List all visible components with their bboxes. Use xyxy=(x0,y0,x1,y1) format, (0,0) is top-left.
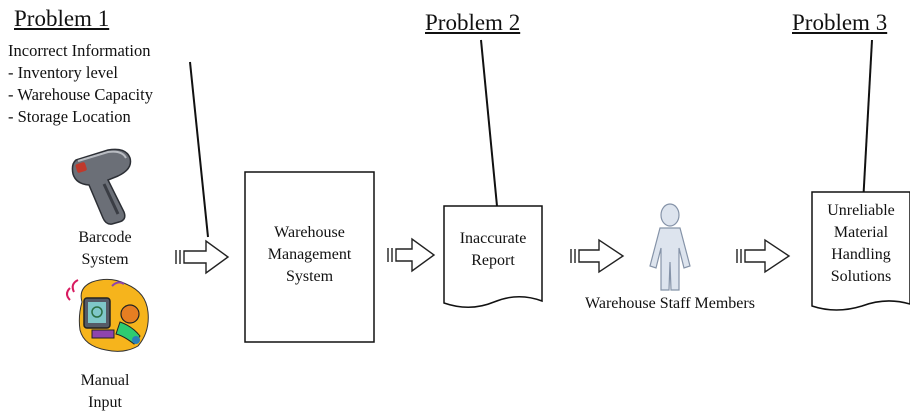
person-icon xyxy=(649,203,691,291)
problem-3-title: Problem 3 xyxy=(792,10,888,35)
outcome-document-shape xyxy=(811,191,910,311)
problem-1-title: Problem 1 xyxy=(14,6,110,31)
outcome-label: Unreliable Material Handling Solutions xyxy=(812,200,910,288)
label-line: Manual xyxy=(80,372,130,389)
hollow-arrow-icon xyxy=(570,238,625,274)
label-line: Warehouse xyxy=(274,224,345,241)
label-line: Management xyxy=(267,246,352,263)
problem-1-pointer-line xyxy=(189,61,209,238)
issue-item: - Warehouse Capacity xyxy=(8,85,153,104)
manual-input-label: Manual Input xyxy=(70,370,140,414)
label-line: Barcode xyxy=(78,229,132,246)
label-line: Solutions xyxy=(830,268,892,285)
issue-heading: Incorrect Information xyxy=(8,41,151,60)
label-line: System xyxy=(285,268,334,285)
problem-1-issue-list: Incorrect Information - Inventory level … xyxy=(8,40,153,128)
barcode-system-label: Barcode System xyxy=(70,227,140,271)
label-line: Material xyxy=(833,224,889,241)
label-line: Report xyxy=(471,252,515,269)
person-at-computer-icon xyxy=(66,278,149,352)
wms-label: Warehouse Management System xyxy=(245,222,374,288)
wms-box xyxy=(244,171,375,343)
staff-label: Warehouse Staff Members xyxy=(585,295,755,312)
label-line: Inaccurate xyxy=(459,230,527,247)
report-document-shape xyxy=(443,205,543,308)
problem-3-pointer-line xyxy=(862,39,873,205)
label-line: Input xyxy=(88,394,122,411)
label-line: Unreliable xyxy=(827,202,895,219)
label-line: System xyxy=(81,251,129,268)
report-label: Inaccurate Report xyxy=(444,228,542,272)
label-line: Handling xyxy=(831,246,891,263)
hollow-arrow-icon xyxy=(175,239,230,275)
hollow-arrow-icon xyxy=(387,237,436,273)
hollow-arrow-icon xyxy=(736,238,791,274)
barcode-scanner-icon xyxy=(71,148,132,225)
problem-2-pointer-line xyxy=(480,39,498,207)
issue-item: - Storage Location xyxy=(8,107,131,126)
problem-2-title: Problem 2 xyxy=(425,10,521,35)
issue-item: - Inventory level xyxy=(8,63,118,82)
